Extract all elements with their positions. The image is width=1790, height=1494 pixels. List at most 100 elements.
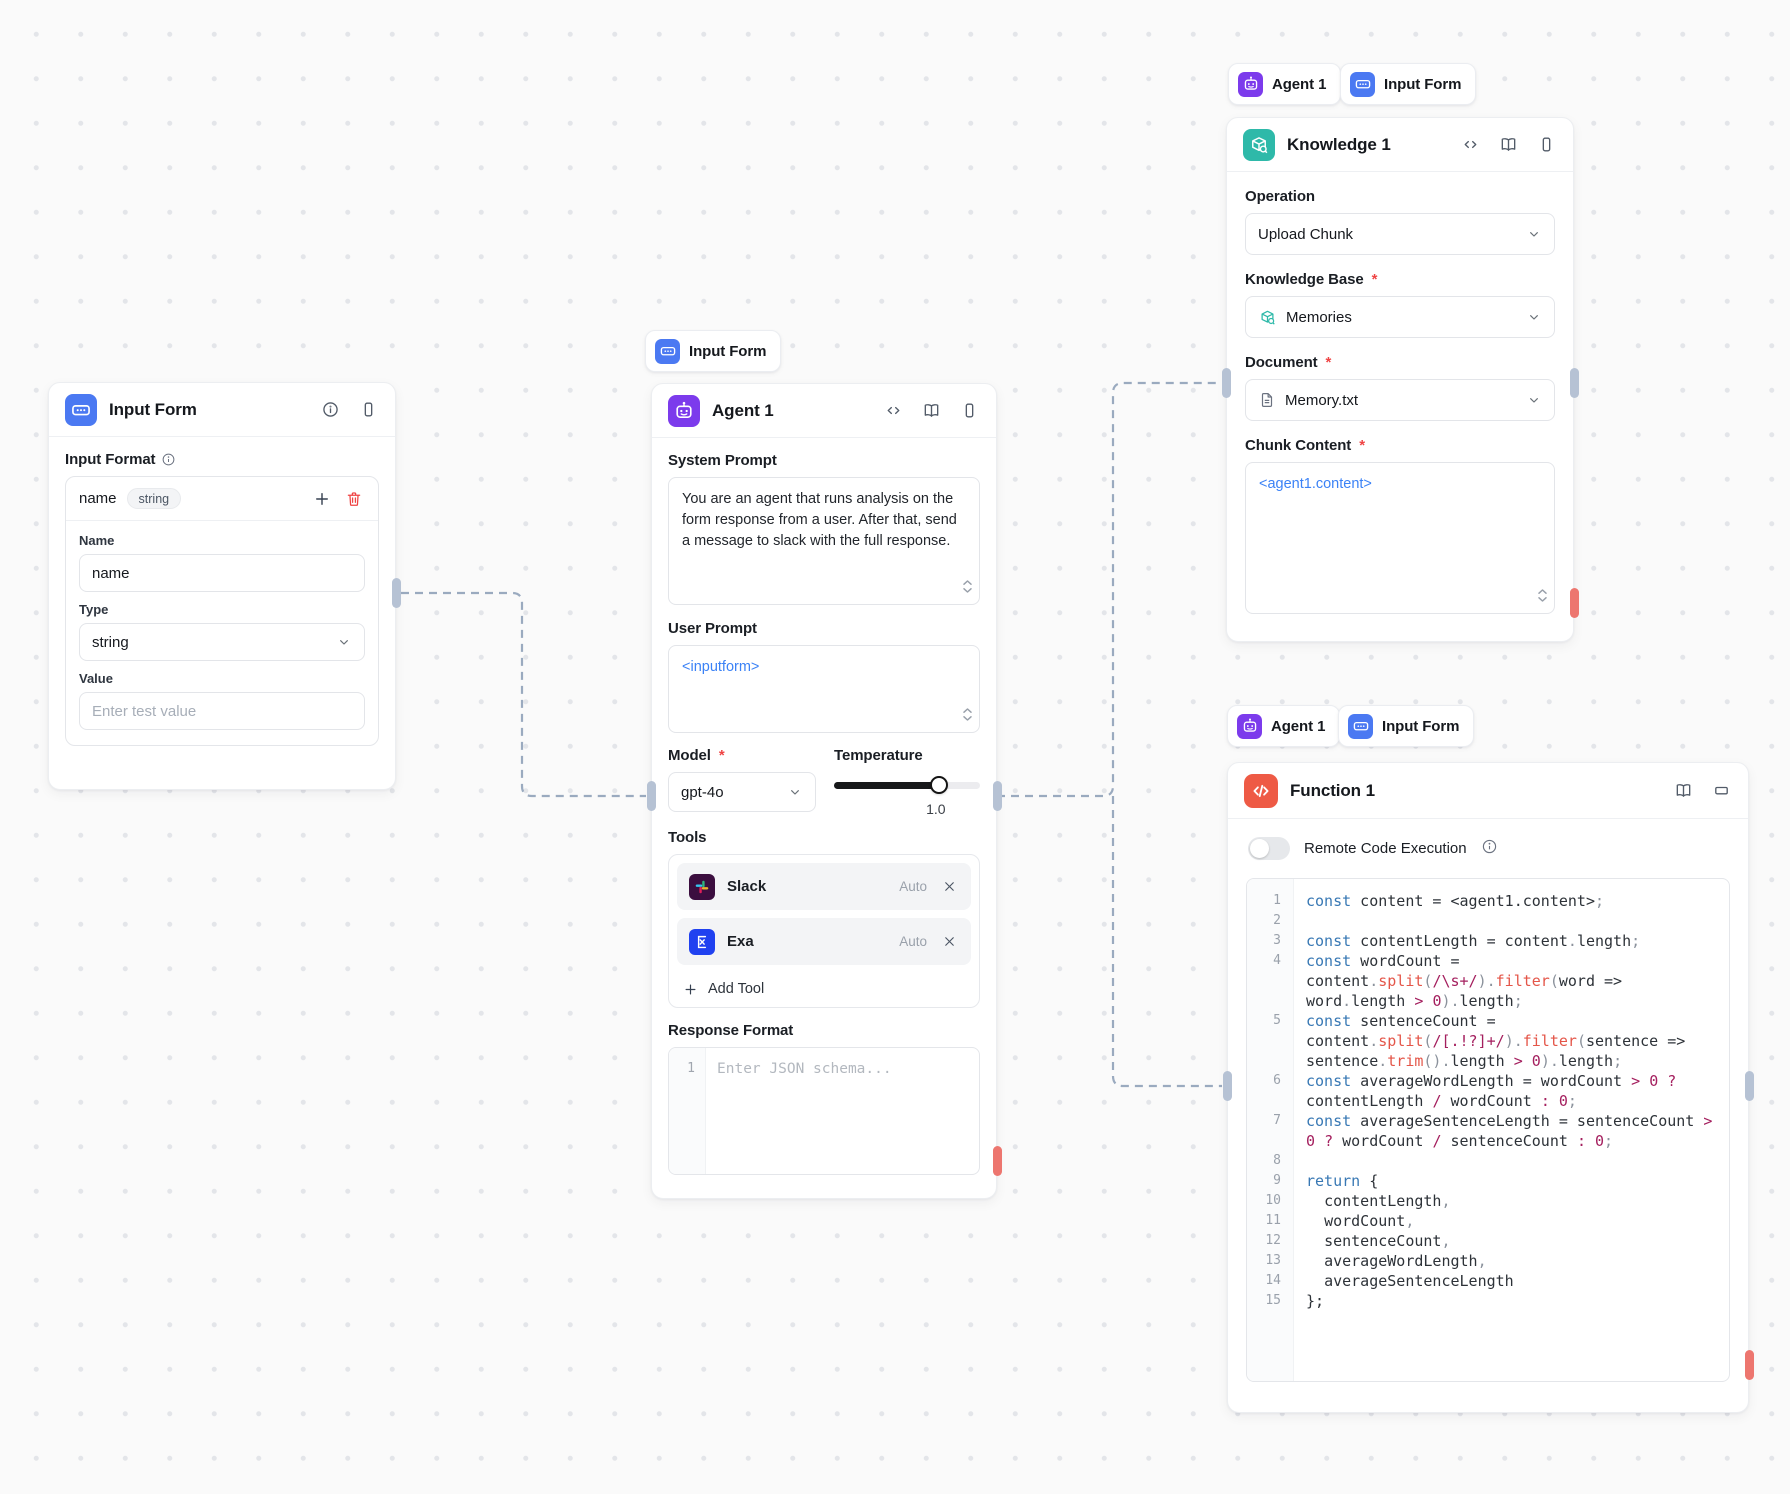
tool-row-slack[interactable]: Slack Auto <box>677 863 971 910</box>
port-knowledge-input[interactable] <box>1221 368 1231 398</box>
tool-name: Exa <box>727 933 754 950</box>
input-form-icon <box>65 393 97 426</box>
expand-editor-icon[interactable] <box>1710 780 1732 802</box>
delete-field-button[interactable] <box>343 488 365 510</box>
operation-select-value: Upload Chunk <box>1258 225 1354 243</box>
code-text <box>1293 1151 1713 1171</box>
name-input[interactable] <box>79 554 365 592</box>
test-value-input[interactable] <box>79 692 365 730</box>
code-text: const sentenceCount = content.split(/[.!… <box>1306 1012 1695 1070</box>
card-header: Input Form <box>49 383 395 437</box>
user-prompt-textarea[interactable]: <inputform> <box>668 645 980 733</box>
mobile-preview-icon[interactable] <box>958 400 980 422</box>
system-prompt-textarea[interactable]: You are an agent that runs analysis on t… <box>668 477 980 605</box>
wire-inputform-to-agent <box>401 591 646 798</box>
document-label: Document* <box>1245 354 1332 371</box>
tools-label: Tools <box>668 829 707 846</box>
tools-list: Slack Auto Exa Auto Add Tool <box>668 854 980 1008</box>
node-tag-input-form[interactable]: Input Form <box>1338 705 1475 747</box>
port-agent-input[interactable] <box>646 781 656 811</box>
line-number: 10 <box>1265 1193 1281 1208</box>
required-asterisk: * <box>1371 271 1378 288</box>
remote-code-execution-label: Remote Code Execution <box>1304 840 1467 857</box>
node-tag-input-form[interactable]: Input Form <box>1340 63 1477 105</box>
slider-knob[interactable] <box>930 776 949 794</box>
document-select[interactable]: Memory.txt <box>1245 379 1555 421</box>
add-tool-button[interactable]: Add Tool <box>677 973 770 999</box>
docs-book-icon[interactable] <box>920 400 942 422</box>
port-function-error[interactable] <box>1744 1350 1754 1380</box>
remove-tool-icon[interactable] <box>939 932 959 952</box>
remove-tool-icon[interactable] <box>939 877 959 897</box>
port-agent-output[interactable] <box>992 781 1002 811</box>
port-inputform-output[interactable] <box>391 578 401 608</box>
line-number: 11 <box>1265 1213 1281 1228</box>
operation-label: Operation <box>1245 188 1315 205</box>
port-knowledge-error[interactable] <box>1569 588 1579 618</box>
line-number: 13 <box>1265 1253 1281 1268</box>
node-tag-agent[interactable]: Agent 1 <box>1228 63 1342 105</box>
agent-node-card: Agent 1 System Prompt You are an agent t… <box>651 383 997 1199</box>
knowledge-base-select[interactable]: Memories <box>1245 296 1555 338</box>
code-view-icon[interactable] <box>1459 134 1481 156</box>
node-tag-agent[interactable]: Agent 1 <box>1227 705 1341 747</box>
node-tag-label: Agent 1 <box>1271 717 1326 735</box>
wire-agent-to-knowledge <box>997 381 1221 798</box>
tool-row-exa[interactable]: Exa Auto <box>677 918 971 965</box>
line-number: 15 <box>1265 1293 1281 1308</box>
chunk-content-label: Chunk Content* <box>1245 437 1365 454</box>
operation-select[interactable]: Upload Chunk <box>1245 213 1555 255</box>
code-text: const contentLength = content.length; <box>1306 932 1641 950</box>
knowledge-icon <box>1261 310 1275 325</box>
code-line: 5 const sentenceCount = content.split(/[.… <box>1247 1011 1729 1071</box>
temperature-value: 1.0 <box>926 801 946 817</box>
port-knowledge-output[interactable] <box>1569 368 1579 398</box>
function-icon <box>1244 773 1278 808</box>
node-title: Agent 1 <box>712 400 774 420</box>
node-title: Knowledge 1 <box>1287 134 1391 154</box>
card-header: Knowledge 1 <box>1227 118 1573 172</box>
port-agent-error[interactable] <box>992 1146 1002 1176</box>
code-text: contentLength, <box>1306 1192 1451 1210</box>
line-number: 1 <box>687 1061 695 1076</box>
response-format-editor[interactable]: 1 Enter JSON schema... <box>668 1047 980 1175</box>
line-number: 5 <box>1273 1013 1281 1028</box>
node-tag-label: Input Form <box>689 342 767 360</box>
input-form-icon <box>1350 71 1375 97</box>
info-icon[interactable] <box>1481 838 1498 860</box>
add-field-button[interactable] <box>311 488 333 510</box>
remote-code-execution-toggle[interactable] <box>1248 837 1290 860</box>
mobile-preview-icon[interactable] <box>1535 134 1557 156</box>
code-line: 12 sentenceCount, <box>1247 1231 1729 1251</box>
slack-icon <box>689 873 715 900</box>
node-title: Function 1 <box>1290 780 1375 800</box>
docs-book-icon[interactable] <box>1497 134 1519 156</box>
code-text: const wordCount = content.split(/\s+/).f… <box>1306 952 1632 1010</box>
response-format-placeholder: Enter JSON schema... <box>717 1061 892 1077</box>
tool-mode: Auto <box>899 879 927 894</box>
node-tag-input-form[interactable]: Input Form <box>645 330 782 372</box>
type-select[interactable]: string <box>79 623 365 661</box>
chunk-content-textarea[interactable]: <agent1.content> <box>1245 462 1555 614</box>
temperature-slider[interactable] <box>834 776 980 794</box>
chevron-down-icon <box>1526 309 1542 325</box>
code-view-icon[interactable] <box>882 400 904 422</box>
docs-book-icon[interactable] <box>1672 780 1694 802</box>
code-text: averageSentenceLength <box>1306 1272 1514 1290</box>
info-icon <box>163 453 175 466</box>
robot-icon <box>1238 71 1263 97</box>
mobile-preview-icon[interactable] <box>357 399 379 421</box>
type-label: Type <box>79 602 109 617</box>
port-function-output[interactable] <box>1744 1071 1754 1101</box>
info-icon[interactable] <box>319 399 341 421</box>
slider-fill <box>834 782 940 789</box>
user-prompt-label: User Prompt <box>668 620 757 637</box>
robot-icon <box>668 394 700 427</box>
port-function-input[interactable] <box>1222 1071 1232 1101</box>
model-select[interactable]: gpt-4o <box>668 772 816 812</box>
